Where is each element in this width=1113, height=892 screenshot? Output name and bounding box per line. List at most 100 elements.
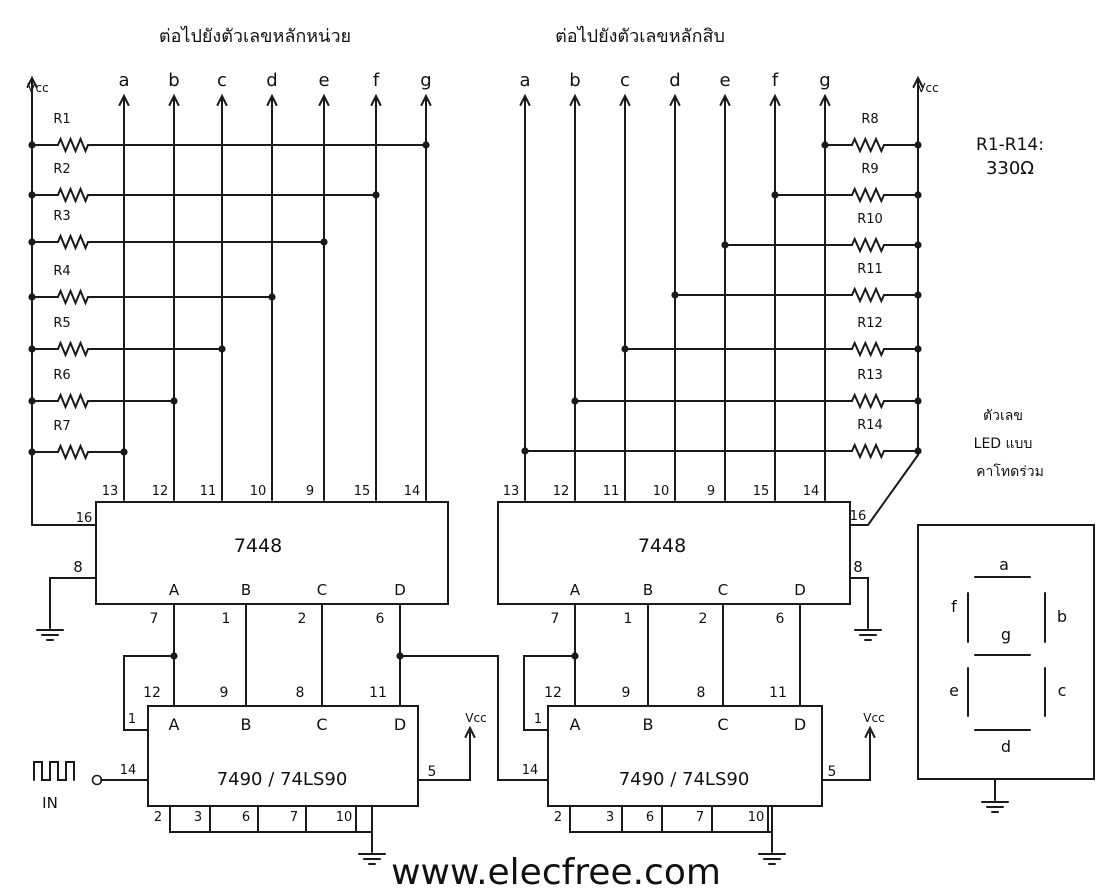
segment-arrow-icon	[118, 93, 130, 106]
counter-bottom-pin: 2	[554, 810, 562, 825]
resistor-symbol	[851, 442, 885, 460]
resistor-symbol	[57, 186, 89, 204]
decoder-input-pin: 7	[551, 611, 560, 627]
decoder-input-label: C	[317, 581, 327, 599]
counter-pin-label: 9	[622, 685, 631, 701]
carry-wire	[399, 655, 549, 781]
counter-pin-label: 12	[143, 685, 161, 701]
heading-tens: ต่อไปยังตัวเลขหลักสิบ	[555, 25, 725, 47]
segment-arrow-icon	[719, 93, 731, 106]
segment-arrow-icon	[318, 93, 330, 106]
junction-dot	[914, 397, 922, 405]
segment-label-e: e	[719, 70, 730, 91]
junction-dot	[671, 291, 679, 299]
junction-dot	[170, 652, 178, 660]
decoder-pin-label: 11	[200, 484, 217, 499]
decoder-input-pin: 2	[298, 611, 307, 627]
gnd-wire-right	[849, 577, 869, 629]
junction-dot	[914, 241, 922, 249]
resistor-label: R11	[857, 262, 883, 277]
segment-arrow-icon	[619, 93, 631, 106]
gnd-wire-left	[49, 577, 97, 629]
segment-label-g: g	[420, 70, 431, 91]
resistor-symbol	[851, 236, 885, 254]
counter-bottom-pin: 2	[154, 810, 162, 825]
decoder-pin-label: 9	[707, 484, 715, 499]
vcc-arrow-icon	[464, 725, 476, 738]
resistor-symbol	[57, 443, 89, 461]
counter-bottom-pin: 3	[194, 810, 202, 825]
decoder-input-pin: 6	[776, 611, 785, 627]
seven-segment-display	[917, 524, 1095, 780]
resistor-label: R1	[53, 112, 70, 127]
counter-pin-14: 14	[120, 763, 137, 778]
decoder-pin-label: 13	[503, 484, 520, 499]
counter-name: 7490 / 74LS90	[217, 769, 348, 790]
feedback-wire-left	[123, 655, 175, 731]
vcc-label: Vcc	[917, 81, 938, 95]
resistor-symbol	[851, 340, 885, 358]
decoder-pin-label: 14	[404, 484, 421, 499]
resistor-symbol	[57, 392, 89, 410]
segment-arrow-icon	[519, 93, 531, 106]
junction-dot	[320, 238, 328, 246]
resistor-label: R5	[53, 316, 70, 331]
resistor-label: R14	[857, 418, 883, 433]
segment-label-a: a	[118, 70, 129, 91]
counter-name: 7490 / 74LS90	[619, 769, 750, 790]
counter-bottom-pin: 7	[290, 810, 298, 825]
segment-arrow-icon	[168, 93, 180, 106]
decoder-pin-label: 9	[306, 484, 314, 499]
segment-label-b: b	[168, 70, 179, 91]
junction-dot	[771, 191, 779, 199]
decoder-pin-16: 16	[76, 511, 93, 526]
junction-dot	[28, 397, 36, 405]
segment-label-f: f	[772, 70, 779, 91]
decoder-input-label: D	[394, 581, 406, 599]
junction-dot	[268, 293, 276, 301]
decoder-pin-label: 10	[653, 484, 670, 499]
segment-label-c: c	[620, 70, 630, 91]
counter-pin-label: 8	[296, 685, 305, 701]
junction-dot	[821, 141, 829, 149]
resistor-symbol	[851, 186, 885, 204]
decoder-input-label: C	[718, 581, 728, 599]
decoder-pin-label: 12	[553, 484, 570, 499]
counter-pin-14: 14	[522, 763, 539, 778]
decoder-input-pin: 1	[624, 611, 633, 627]
reset-wire-left	[169, 805, 373, 833]
segment-arrow-icon	[420, 93, 432, 106]
resistor-label: R10	[857, 212, 883, 227]
led-note: LED แบบ	[974, 436, 1033, 452]
resistor-label: R3	[53, 209, 70, 224]
decoder-input-pin: 6	[376, 611, 385, 627]
counter-output-label: C	[316, 715, 327, 734]
counter-pin-1: 1	[534, 712, 542, 727]
junction-dot	[914, 345, 922, 353]
segment-label-c: c	[217, 70, 227, 91]
resistor-note: R1-R14:	[976, 135, 1044, 155]
junction-dot	[28, 238, 36, 246]
junction-dot	[120, 448, 128, 456]
decoder-pin-label: 13	[102, 484, 119, 499]
decoder-input-label: A	[570, 581, 581, 599]
resistor-symbol	[57, 288, 89, 306]
segment-label-b: b	[569, 70, 580, 91]
display-label-b: b	[1057, 607, 1067, 626]
junction-dot	[914, 191, 922, 199]
junction-dot	[28, 345, 36, 353]
resistor-label: R6	[53, 368, 70, 383]
led-note: ตัวเลข	[983, 408, 1023, 424]
input-label: IN	[42, 794, 58, 812]
counter-output-label: D	[794, 715, 806, 734]
vcc-arrow-icon	[864, 725, 876, 738]
decoder-input-label: A	[169, 581, 180, 599]
segment-label-e: e	[318, 70, 329, 91]
resistor-label: R12	[857, 316, 883, 331]
junction-dot	[28, 191, 36, 199]
led-note: คาโทดร่วม	[976, 463, 1044, 480]
counter-pin-1: 1	[128, 712, 136, 727]
decoder-7448-left	[95, 501, 449, 605]
decoder-pin-label: 11	[603, 484, 620, 499]
